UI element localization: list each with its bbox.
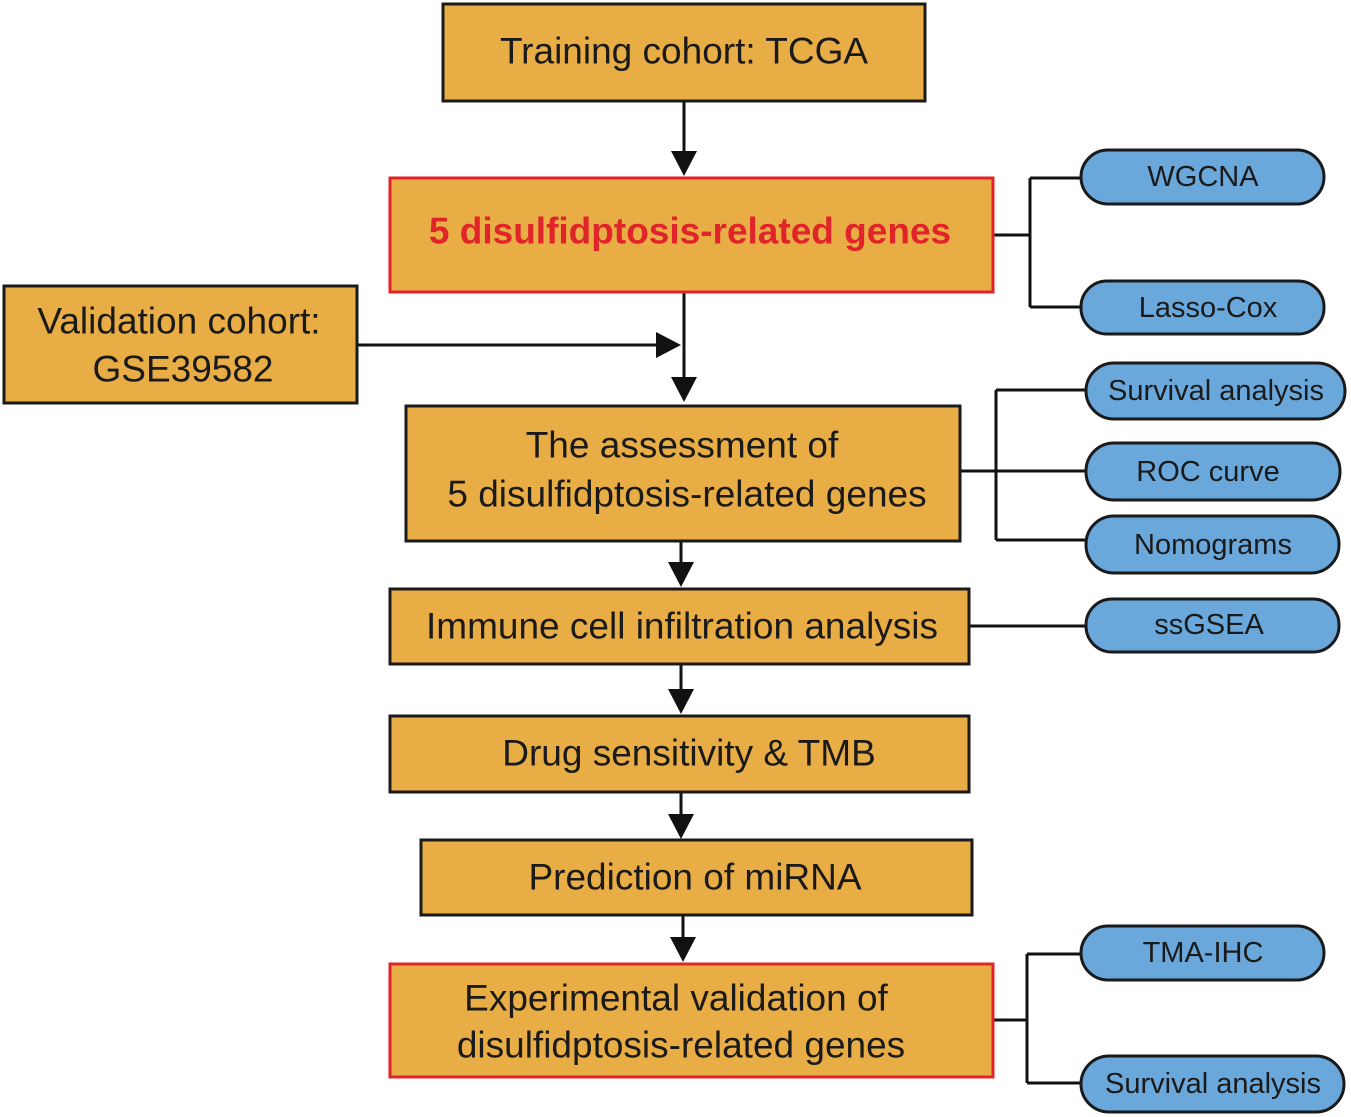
validation-label-line2: GSE39582 — [92, 349, 273, 390]
bracket-experimental-methods — [993, 952, 1081, 1085]
experimental-label-line1: Experimental validation of — [464, 978, 888, 1019]
arrowhead — [670, 937, 696, 962]
immune-box: Immune cell infiltration analysis — [388, 587, 971, 666]
method-pill-lasso-cox: Lasso-Cox — [1079, 279, 1326, 336]
arrowhead — [671, 151, 697, 176]
training-box: Training cohort: TCGA — [441, 2, 927, 103]
survival-2-label: Survival analysis — [1105, 1068, 1321, 1100]
drug-box: Drug sensitivity & TMB — [388, 714, 971, 794]
arrowhead — [668, 689, 694, 714]
assessment-label-line2: 5 disulfidptosis-related genes — [447, 474, 926, 515]
experimental-label-line2: disulfidptosis-related genes — [457, 1025, 905, 1066]
training-label: Training cohort: TCGA — [500, 31, 868, 72]
method-pill-survival-analysis: Survival analysis — [1084, 361, 1347, 421]
mirna-box: Prediction of miRNA — [419, 838, 974, 917]
method-pill-wgcna: WGCNA — [1079, 148, 1326, 206]
method-pill-survival-analysis-2: Survival analysis — [1079, 1054, 1346, 1114]
drug-label: Drug sensitivity & TMB — [502, 733, 876, 774]
arrowhead — [668, 814, 694, 839]
validation-box: Validation cohort: GSE39582 — [2, 284, 359, 405]
nomograms-label: Nomograms — [1134, 529, 1292, 561]
connectors — [357, 101, 1086, 1085]
bracket-assessment-methods — [960, 388, 1086, 542]
arrowhead — [668, 562, 694, 587]
method-pill-roc-curve: ROC curve — [1084, 441, 1342, 502]
genes-label: 5 disulfidptosis-related genes — [429, 211, 951, 252]
validation-label-line1: Validation cohort: — [37, 301, 320, 342]
method-pill-nomograms: Nomograms — [1084, 514, 1341, 575]
ssgsea-label: ssGSEA — [1154, 609, 1264, 641]
assessment-box: The assessment of 5 disulfidptosis-relat… — [404, 404, 962, 543]
genes-box: 5 disulfidptosis-related genes — [388, 176, 995, 294]
experimental-box: Experimental validation of disulfidptosi… — [388, 962, 995, 1079]
method-pill-tma-ihc: TMA-IHC — [1079, 924, 1326, 982]
wgcna-label: WGCNA — [1147, 161, 1259, 193]
bracket-genes-methods — [993, 176, 1081, 309]
method-pill-ssgsea: ssGSEA — [1084, 597, 1341, 654]
survival-label: Survival analysis — [1108, 375, 1324, 407]
arrowhead — [671, 377, 697, 402]
immune-label: Immune cell infiltration analysis — [426, 606, 938, 647]
mirna-label: Prediction of miRNA — [528, 857, 861, 898]
tma-label: TMA-IHC — [1143, 937, 1264, 969]
assessment-label-line1: The assessment of — [526, 425, 839, 466]
arrowhead — [656, 332, 681, 358]
lasso-label: Lasso-Cox — [1139, 292, 1278, 324]
roc-label: ROC curve — [1136, 456, 1279, 488]
